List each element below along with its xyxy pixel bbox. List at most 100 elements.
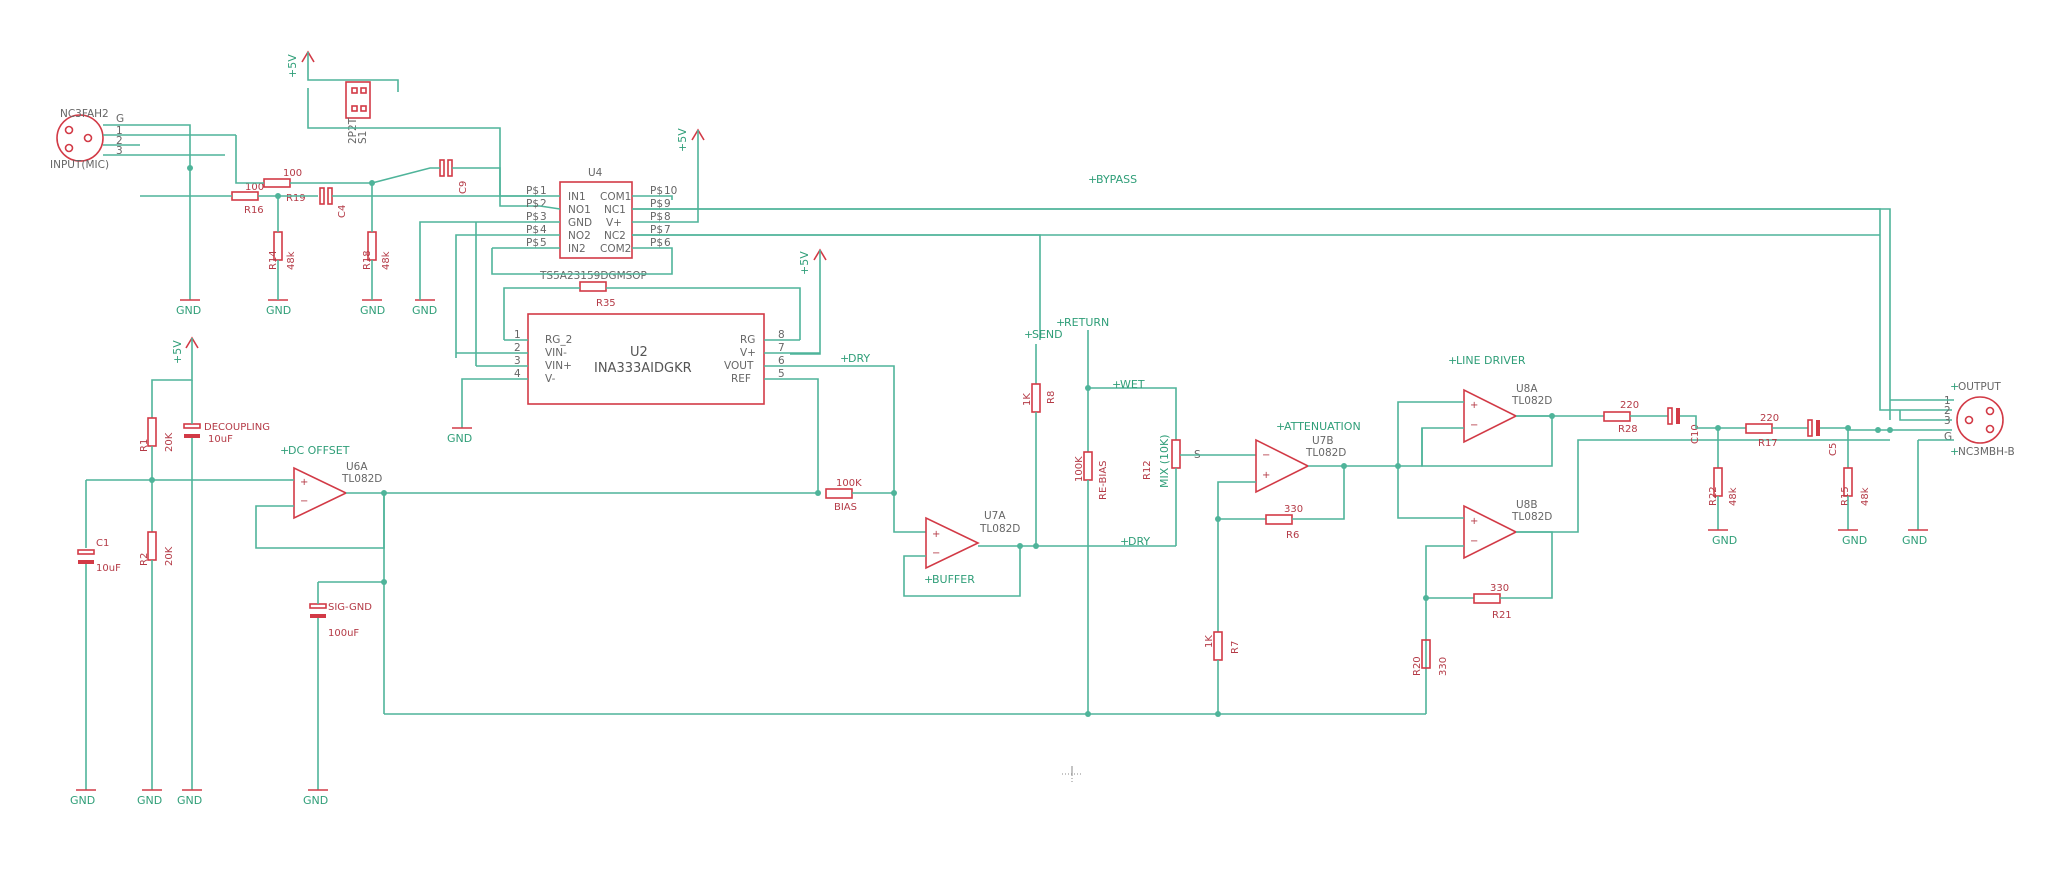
svg-text:GND: GND xyxy=(70,794,95,807)
resistor-r19[interactable]: 100 R19 xyxy=(263,168,306,204)
svg-text:RG: RG xyxy=(740,334,755,346)
gnd-symbol: GND xyxy=(1708,529,1737,547)
net-label-attenuation: ATTENUATION xyxy=(1284,420,1361,433)
svg-text:20K: 20K xyxy=(164,432,175,452)
svg-text:R35: R35 xyxy=(596,298,616,309)
svg-text:4: 4 xyxy=(514,368,521,380)
svg-text:U2: U2 xyxy=(630,345,648,360)
svg-text:VOUT: VOUT xyxy=(724,360,754,372)
vcc-5v-symbol: +5V xyxy=(171,336,199,364)
svg-text:U4: U4 xyxy=(588,167,603,179)
svg-text:P$: P$ xyxy=(650,237,663,249)
svg-text:−: − xyxy=(932,548,940,559)
ic-u2[interactable]: U2 INA333AIDGKR RG_2 VIN- VIN+ V- RG V+ … xyxy=(514,313,785,405)
svg-text:R15: R15 xyxy=(1840,486,1851,506)
input-pin-3: 3 xyxy=(116,145,123,157)
resistor-r28[interactable]: 220 R28 xyxy=(1603,400,1639,435)
svg-text:VIN-: VIN- xyxy=(545,347,567,359)
svg-text:U8A: U8A xyxy=(1516,383,1538,395)
resistor-r1[interactable]: 20K R1 xyxy=(139,417,175,452)
capacitor-sig-gnd[interactable]: SIG-GND 100uF xyxy=(309,602,372,639)
svg-text:220: 220 xyxy=(1620,400,1639,411)
output-connector[interactable]: + OUTPUT + NC3MBH-B 1 2 3 G xyxy=(1944,380,2015,458)
svg-text:R18: R18 xyxy=(362,250,373,270)
resistor-r18[interactable]: 48k R18 xyxy=(362,231,392,270)
opamp-u6a[interactable]: + − U6A TL082D xyxy=(293,461,382,520)
svg-text:+: + xyxy=(1950,445,1959,458)
svg-text:GND: GND xyxy=(266,304,291,317)
svg-text:V-: V- xyxy=(545,373,556,385)
svg-text:3: 3 xyxy=(1944,415,1951,427)
resistor-rebias[interactable]: 100K RE-BIAS xyxy=(1074,451,1109,500)
input-connector-label: INPUT(MIC) xyxy=(50,159,109,171)
svg-text:48k: 48k xyxy=(286,251,297,270)
svg-text:C5: C5 xyxy=(1828,443,1839,456)
svg-text:NO2: NO2 xyxy=(568,230,591,242)
svg-text:BIAS: BIAS xyxy=(834,502,857,513)
resistor-r17[interactable]: 220 R17 xyxy=(1745,413,1779,449)
gnd-symbol: GND xyxy=(70,789,96,807)
resistor-r14[interactable]: 48k R14 xyxy=(268,231,297,270)
switch-s1[interactable]: S1 2P2T xyxy=(345,81,371,144)
net-label-attenuation: + xyxy=(1276,420,1285,433)
resistor-r15[interactable]: 48k R15 xyxy=(1840,467,1871,506)
input-pin-2: 2 xyxy=(116,135,123,147)
opamp-u7b[interactable]: − + U7B TL082D xyxy=(1255,435,1346,494)
resistor-r8[interactable]: 1K R8 xyxy=(1022,383,1057,413)
svg-text:R2: R2 xyxy=(139,553,150,566)
opamp-u8b[interactable]: + − U8B TL082D xyxy=(1463,499,1552,560)
svg-text:V+: V+ xyxy=(740,347,756,359)
resistor-r7[interactable]: 1K R7 xyxy=(1204,631,1241,661)
net-label-line-driver: LINE DRIVER xyxy=(1456,354,1526,367)
svg-text:INA333AIDGKR: INA333AIDGKR xyxy=(594,361,692,376)
ic-u4[interactable]: U4 TS5A23159DGMSOP IN1 NO1 GND NO2 IN2 C… xyxy=(526,167,677,282)
resistor-r35[interactable]: R35 xyxy=(579,281,616,309)
gnd-symbol: GND xyxy=(177,789,202,807)
vcc-5v-symbol: +5V xyxy=(286,50,315,78)
opamp-u8a[interactable]: + − U8A TL082D xyxy=(1463,383,1552,444)
gnd-symbol: GND xyxy=(1838,529,1867,547)
svg-text:330: 330 xyxy=(1438,657,1449,676)
resistor-r2[interactable]: 20K R2 xyxy=(139,531,175,566)
resistor-r20[interactable]: R20 330 xyxy=(1412,639,1449,676)
net-label-dry: DRY xyxy=(848,352,870,365)
capacitor-c10[interactable]: C10 xyxy=(1667,407,1701,444)
svg-text:2: 2 xyxy=(514,342,521,354)
svg-text:48k: 48k xyxy=(1728,487,1739,506)
resistor-bias[interactable]: 100K BIAS xyxy=(825,478,862,513)
opamp-u7a[interactable]: + − U7A TL082D xyxy=(925,510,1020,570)
capacitor-c1[interactable]: C1 10uF xyxy=(77,538,121,574)
svg-text:GND: GND xyxy=(137,794,162,807)
svg-text:R7: R7 xyxy=(1230,641,1241,654)
resistor-r6[interactable]: 330 R6 xyxy=(1265,504,1303,541)
svg-text:−: − xyxy=(300,496,308,507)
svg-text:GND: GND xyxy=(360,304,385,317)
gnd-symbol: GND xyxy=(137,789,162,807)
resistor-r22[interactable]: 48k R22 xyxy=(1708,467,1739,506)
svg-text:REF: REF xyxy=(731,373,751,385)
capacitor-c4[interactable]: C4 xyxy=(319,187,348,218)
svg-text:P$: P$ xyxy=(526,224,539,236)
svg-text:S1: S1 xyxy=(357,131,369,144)
capacitor-decoupling[interactable]: DECOUPLING 10uF xyxy=(183,422,270,445)
svg-text:1: 1 xyxy=(514,329,521,341)
potentiometer-r12[interactable]: R12 MIX (10K) S xyxy=(1142,434,1201,488)
svg-text:+: + xyxy=(1470,400,1478,411)
gnd-symbol: GND xyxy=(176,299,201,317)
capacitor-c5[interactable]: C5 xyxy=(1807,419,1839,456)
input-pin-1: 1 xyxy=(116,125,123,137)
capacitor-c9[interactable]: C9 xyxy=(439,159,469,194)
svg-text:P$: P$ xyxy=(526,185,539,197)
resistor-r21[interactable]: 330 R21 xyxy=(1473,583,1512,621)
svg-text:P$: P$ xyxy=(650,185,663,197)
svg-text:+5V: +5V xyxy=(798,251,811,275)
gnd-symbol: GND xyxy=(303,789,328,807)
resistor-r16[interactable]: 100 R16 xyxy=(231,182,264,216)
svg-text:TL082D: TL082D xyxy=(1511,395,1552,407)
svg-text:P$: P$ xyxy=(526,237,539,249)
svg-text:DECOUPLING: DECOUPLING xyxy=(204,422,270,433)
input-connector[interactable]: NC3FAH2 INPUT(MIC) G 1 2 3 xyxy=(50,108,124,171)
svg-text:U6A: U6A xyxy=(346,461,368,473)
gnd-symbol: GND xyxy=(1902,529,1928,547)
